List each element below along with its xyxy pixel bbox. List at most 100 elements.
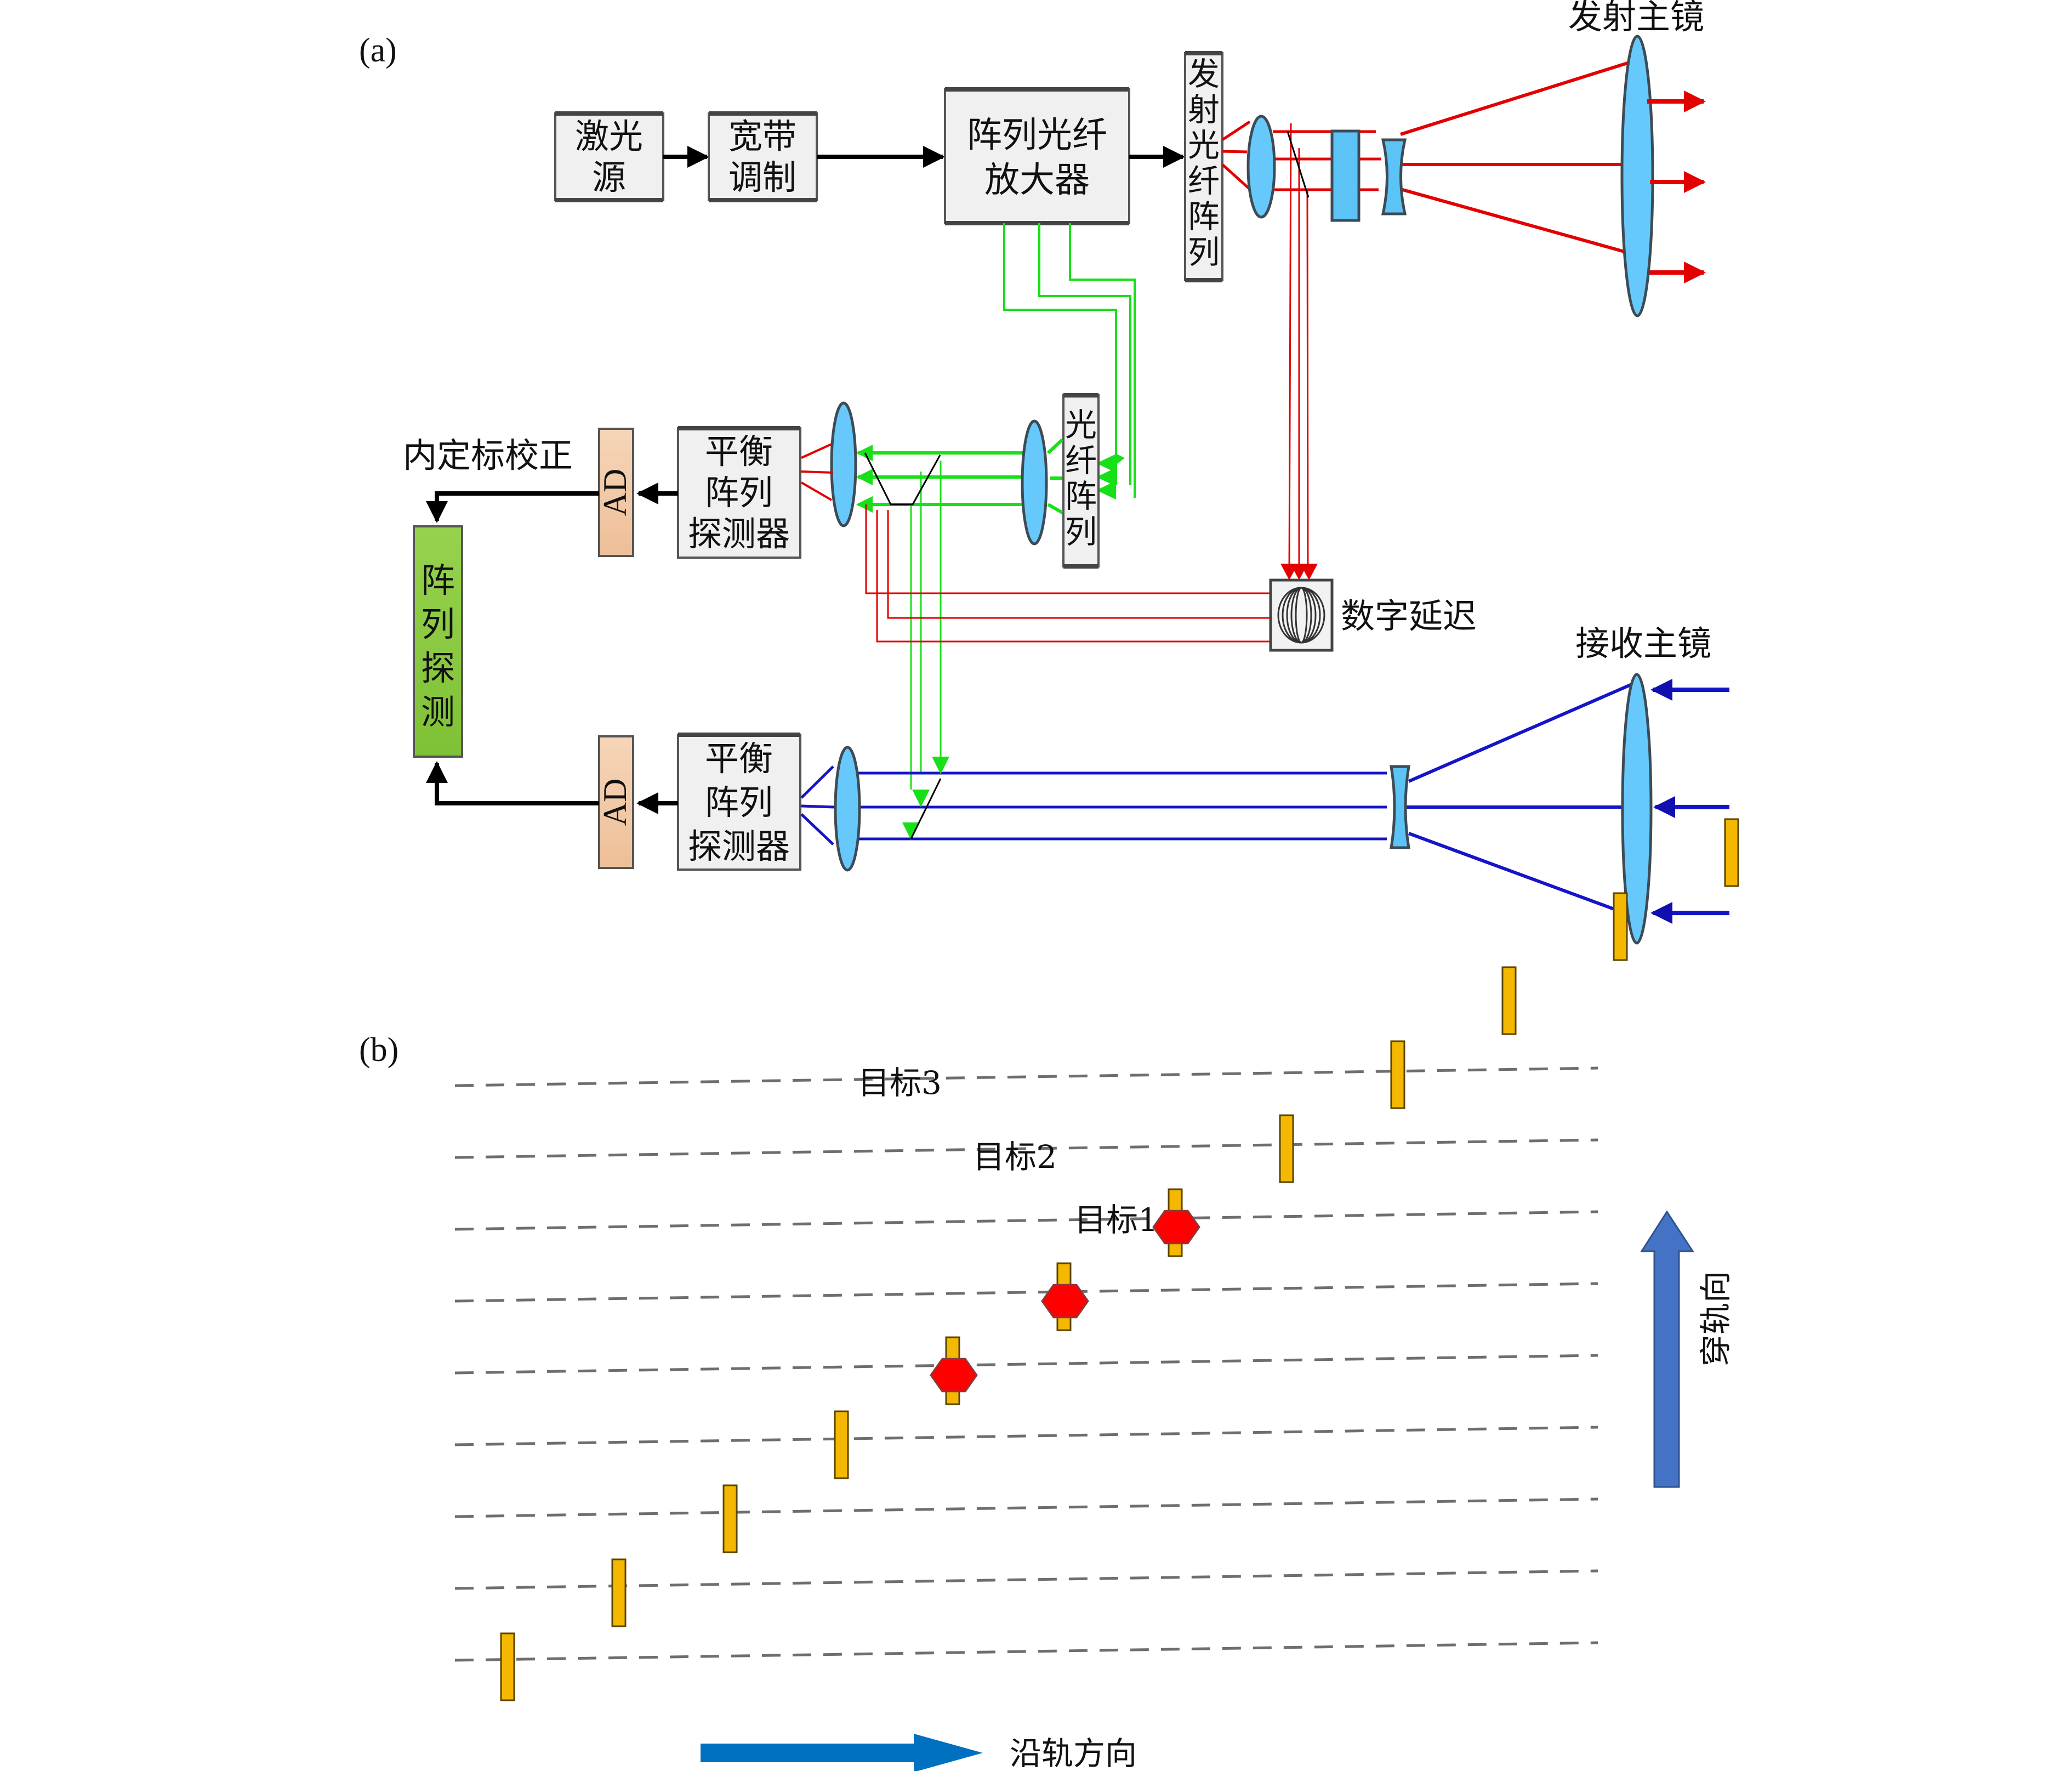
scan-line bbox=[454, 1569, 1598, 1590]
scan-line bbox=[454, 1497, 1598, 1518]
emit-concave-lens bbox=[1381, 138, 1407, 215]
target-3-label: 目标3 bbox=[858, 1064, 942, 1102]
amplifier-text-1: 阵列光纤 bbox=[967, 115, 1107, 156]
lower-beam-splitter bbox=[910, 778, 942, 839]
modulation-text-2: 调制 bbox=[728, 157, 796, 197]
upper-red-beams bbox=[800, 443, 1271, 643]
upper-beam-splitters bbox=[864, 452, 941, 506]
receive-input-arrows bbox=[1650, 679, 1729, 924]
receive-beams bbox=[800, 683, 1633, 917]
emit-collimating-lens bbox=[1246, 115, 1276, 219]
upper-detector-text-1: 平衡 bbox=[705, 432, 773, 472]
broadband-modulation-block: 宽带 调制 bbox=[708, 111, 818, 202]
scan-line bbox=[454, 1426, 1598, 1446]
panel-a-label: (a) bbox=[359, 32, 397, 69]
footprint-marker bbox=[611, 1558, 627, 1627]
lower-ad-label: AD bbox=[597, 779, 633, 826]
cross-track-label: 穿轨向 bbox=[1697, 1271, 1734, 1366]
upper-balanced-detector-block: 平衡 阵列 探测器 bbox=[677, 426, 801, 559]
along-track-arrow bbox=[701, 1734, 983, 1771]
lo-array-char-3: 阵 bbox=[1065, 478, 1097, 515]
emit-beam-splitter bbox=[1287, 131, 1310, 198]
upper-detector-lens bbox=[830, 401, 857, 527]
laser-source-text-1: 激光 bbox=[575, 116, 643, 156]
scan-line bbox=[454, 1210, 1598, 1231]
footprints bbox=[500, 818, 1739, 1701]
detection-char-1: 阵 bbox=[421, 560, 455, 600]
target-2-label: 目标2 bbox=[973, 1138, 1057, 1176]
scan-line bbox=[454, 1066, 1598, 1087]
panel-b-label: (b) bbox=[359, 1031, 399, 1069]
digital-delay-block bbox=[1269, 564, 1334, 652]
lo-array-char-1: 光 bbox=[1065, 406, 1097, 444]
lower-detector-text-1: 平衡 bbox=[705, 739, 773, 779]
scan-line bbox=[454, 1354, 1598, 1375]
target-1-marker bbox=[930, 1358, 978, 1393]
footprint-marker bbox=[1501, 966, 1517, 1035]
fiber-amplifier-block: 阵列光纤 放大器 bbox=[944, 87, 1130, 225]
receive-primary-mirror-label: 接收主镜 bbox=[1575, 623, 1711, 663]
footprint-marker bbox=[1279, 1114, 1294, 1183]
digital-delay-label: 数字延迟 bbox=[1341, 596, 1477, 636]
footprint-marker bbox=[1724, 818, 1739, 887]
lower-detector-text-2: 阵列 bbox=[705, 782, 773, 822]
footprint-marker bbox=[1613, 892, 1628, 961]
upper-ad-label: AD bbox=[597, 469, 633, 516]
scan-line bbox=[454, 1641, 1598, 1662]
lo-fiber-array-block: 光 纤 阵 列 bbox=[1062, 393, 1100, 569]
along-track-label: 沿轨方向 bbox=[1010, 1735, 1137, 1771]
lower-detector-text-3: 探测器 bbox=[688, 826, 790, 866]
footprint-marker bbox=[722, 1484, 738, 1553]
upper-green-beams bbox=[856, 438, 1064, 790]
detection-char-3: 探 bbox=[421, 648, 455, 688]
amplifier-text-2: 放大器 bbox=[984, 160, 1090, 201]
receive-concave-lens bbox=[1390, 765, 1410, 849]
emit-output-arrows bbox=[1647, 90, 1706, 283]
lo-array-char-2: 纤 bbox=[1065, 442, 1097, 479]
lo-array-char-4: 列 bbox=[1065, 513, 1097, 550]
upper-detector-text-3: 探测器 bbox=[688, 514, 790, 554]
footprint-marker bbox=[1390, 1040, 1405, 1109]
upper-ad-block: AD bbox=[597, 428, 634, 557]
scan-lines bbox=[454, 1066, 1598, 1662]
emit-array-char-4: 纤 bbox=[1188, 162, 1220, 200]
emit-array-char-2: 射 bbox=[1188, 91, 1220, 128]
emit-primary-mirror-label: 发射主镜 bbox=[1568, 0, 1704, 37]
lower-detector-lens bbox=[834, 746, 861, 872]
target-1-label: 目标1 bbox=[1074, 1201, 1158, 1239]
emit-beams bbox=[1221, 59, 1637, 574]
emit-array-char-5: 阵 bbox=[1188, 198, 1220, 235]
emit-array-char-1: 发 bbox=[1188, 55, 1220, 93]
lower-balanced-detector-block: 平衡 阵列 探测器 bbox=[677, 733, 801, 871]
cross-track-arrow bbox=[1640, 1210, 1694, 1488]
target-3-marker bbox=[1152, 1210, 1200, 1245]
scan-line bbox=[454, 1138, 1598, 1159]
emit-primary-mirror-lens bbox=[1620, 35, 1654, 317]
local-oscillator-paths bbox=[1003, 223, 1136, 498]
modulation-text-1: 宽带 bbox=[728, 116, 796, 156]
lower-ad-block: AD bbox=[597, 735, 634, 869]
emit-array-char-3: 光 bbox=[1188, 127, 1220, 164]
lower-green-arrows bbox=[902, 757, 949, 840]
detection-char-4: 测 bbox=[421, 692, 455, 732]
panel-b: (b) 目标3 目标2 目标1 穿轨向 沿轨方向 bbox=[359, 818, 1739, 1771]
internal-calibration-label: 内定标校正 bbox=[403, 435, 573, 475]
delay-input-arrows bbox=[1280, 564, 1318, 580]
lo-collimating-lens bbox=[1021, 419, 1048, 546]
array-detection-block: 阵 列 探 测 bbox=[413, 525, 463, 758]
laser-source-text-2: 源 bbox=[592, 157, 626, 197]
footprint-marker bbox=[834, 1410, 849, 1479]
upper-detector-text-2: 阵列 bbox=[705, 473, 773, 513]
lo-arrows-into-fiber-array bbox=[1096, 454, 1116, 499]
receive-primary-mirror-lens bbox=[1621, 673, 1653, 945]
panel-a: (a) 激光 源 宽带 调制 阵列光纤 放大器 bbox=[359, 0, 1729, 945]
emit-array-char-6: 列 bbox=[1188, 234, 1220, 271]
laser-source-block: 激光 源 bbox=[554, 111, 664, 202]
arrow-upper-ad-to-detection bbox=[426, 491, 599, 523]
targets bbox=[930, 1210, 1200, 1393]
fiber-coil-icon bbox=[1277, 587, 1325, 644]
detection-char-2: 列 bbox=[421, 604, 455, 644]
emit-window-element bbox=[1330, 129, 1361, 222]
scan-line bbox=[454, 1282, 1598, 1303]
